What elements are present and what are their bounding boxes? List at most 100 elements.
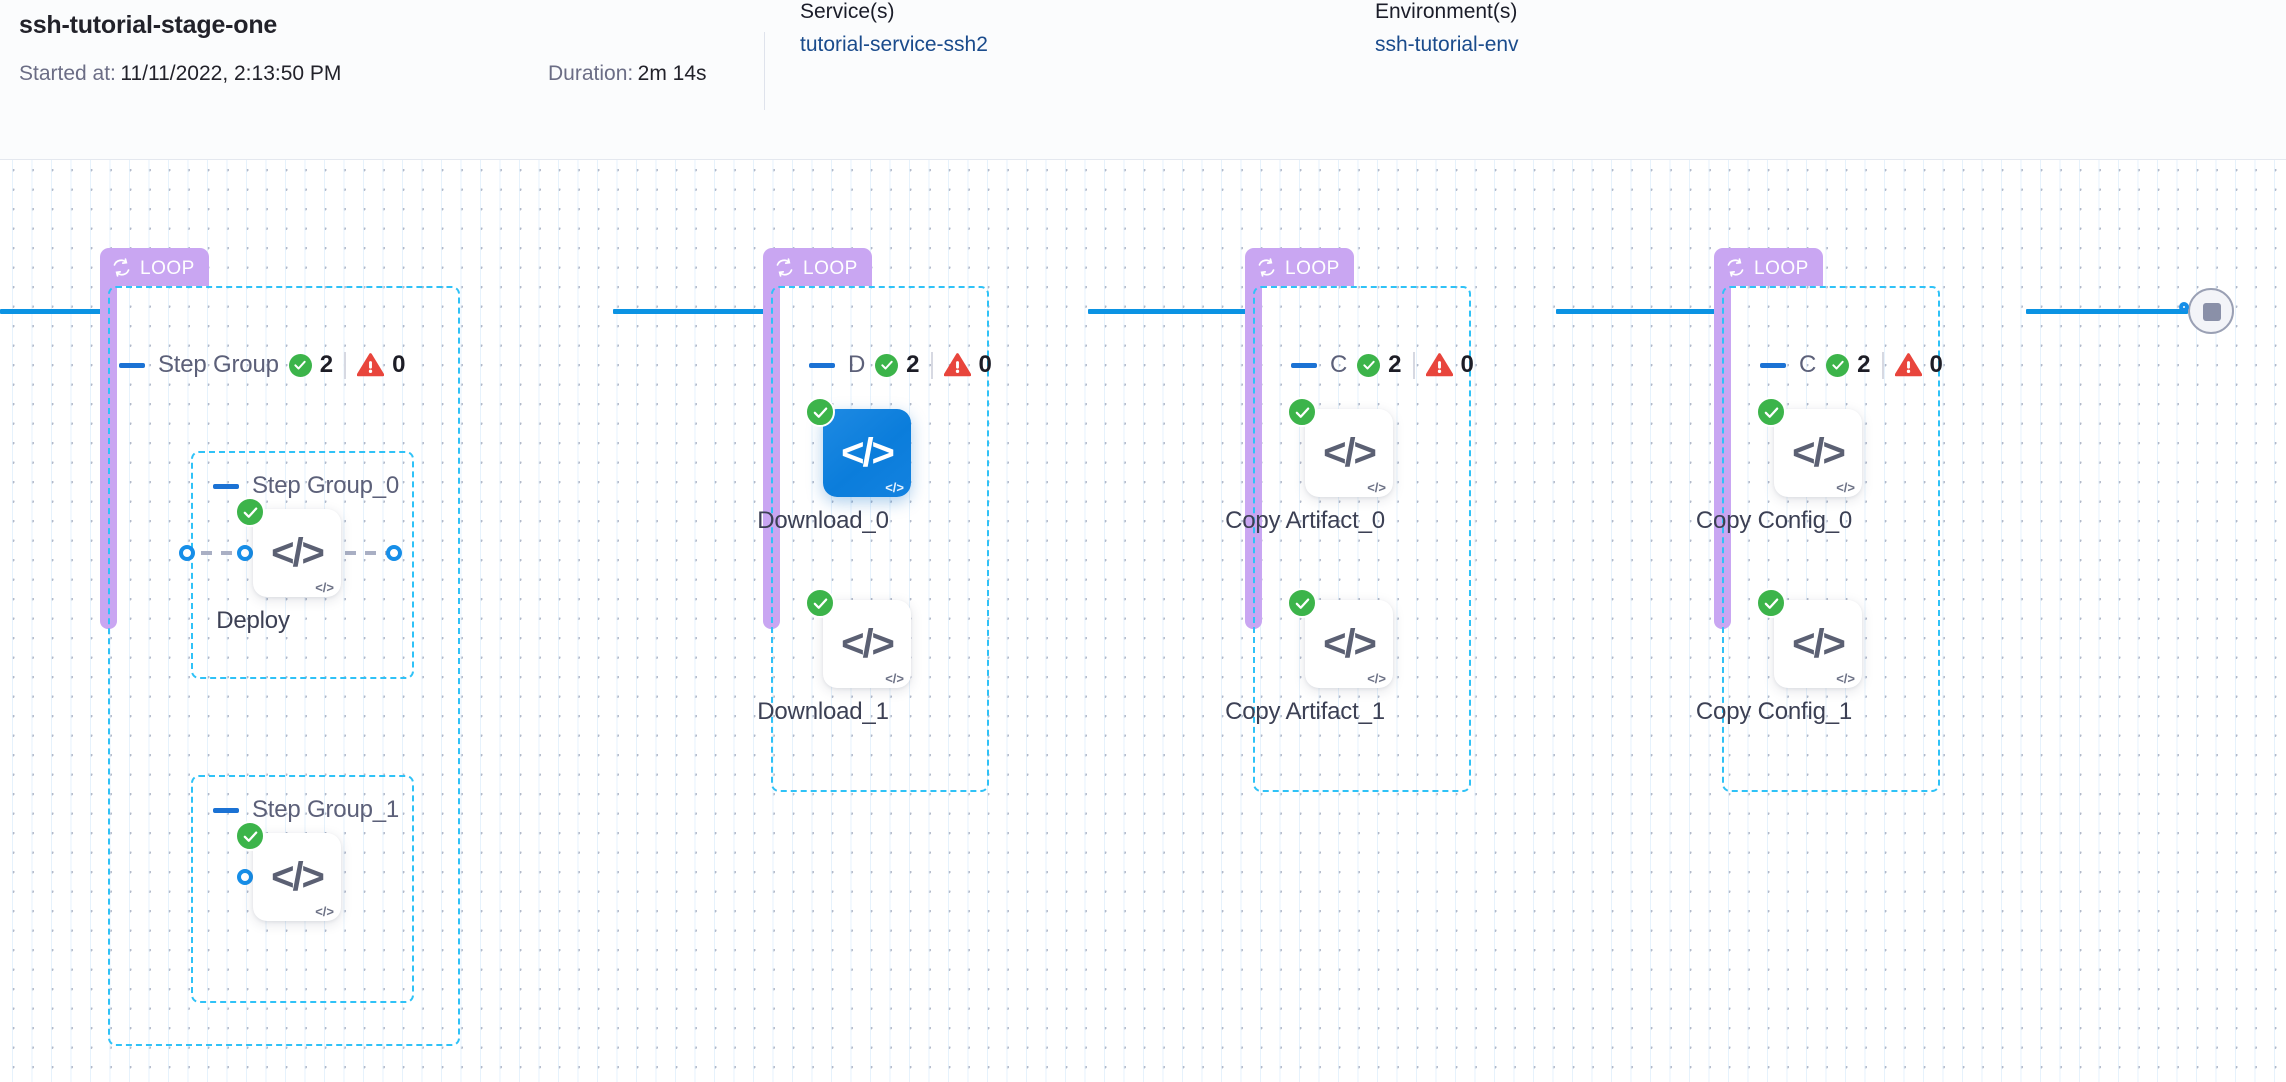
node-tile[interactable]: </> </> (1774, 409, 1862, 497)
pipeline-canvas[interactable]: LOOP Step Group 2 (0, 160, 2286, 1082)
count-divider (930, 351, 933, 379)
node-tile[interactable]: </> </> (253, 833, 341, 921)
success-count-value: 2 (319, 351, 334, 378)
shell-script-mini-icon: </> (315, 580, 334, 595)
loop-icon (1727, 257, 1744, 277)
success-count-value: 2 (1857, 351, 1871, 378)
group-name: C (1799, 351, 1817, 378)
stage-header: ssh-tutorial-stage-one Started at: 11/11… (0, 0, 2286, 160)
node-tile[interactable]: </> </> (1305, 409, 1393, 497)
check-circle-icon (1826, 353, 1850, 377)
shell-script-mini-icon: </> (1836, 480, 1855, 495)
minus-icon[interactable] (213, 483, 239, 489)
loop-tag[interactable]: LOOP (763, 248, 872, 286)
success-count-group: 2 (1357, 351, 1402, 379)
loop-boundary (1722, 286, 1940, 792)
inner-group-header-0[interactable]: Step Group_0 (213, 472, 409, 500)
node-status-badge (235, 497, 265, 527)
error-count-group: 0 (943, 351, 992, 379)
loop-group-copy-artifact[interactable]: LOOP C 2 0 (1225, 248, 1575, 868)
minus-icon[interactable] (809, 362, 835, 368)
inner-group-step-group-1[interactable]: Step Group_1 </> </> (191, 775, 414, 1003)
shell-script-mini-icon: </> (885, 480, 904, 495)
error-count-group: 0 (1425, 351, 1474, 379)
loop-tag[interactable]: LOOP (1245, 248, 1354, 286)
warning-triangle-icon (357, 353, 385, 377)
connector-segment-2 (1088, 309, 1253, 314)
error-count-value: 0 (1929, 351, 1943, 378)
node-status-badge (1287, 588, 1317, 618)
node-status-badge (1287, 397, 1317, 427)
code-icon: </> (1792, 622, 1846, 666)
count-divider (1412, 351, 1415, 379)
node-tile[interactable]: </> </> (1774, 600, 1862, 688)
minus-icon[interactable] (1760, 362, 1786, 368)
minus-icon[interactable] (119, 362, 145, 368)
shell-script-mini-icon: </> (1367, 671, 1386, 686)
node-tile[interactable]: </> </> (253, 509, 341, 597)
check-circle-icon (1357, 353, 1381, 377)
service-link[interactable]: tutorial-service-ssh2 (800, 33, 988, 56)
group-status-counts: 2 0 (1357, 351, 1474, 379)
started-at-value: 11/11/2022, 2:13:50 PM (120, 62, 342, 85)
end-node-circle[interactable] (2188, 288, 2234, 334)
group-status-counts: 2 0 (1826, 351, 1943, 379)
node-tile[interactable]: </> </> (823, 409, 911, 497)
loop-group-step-group[interactable]: LOOP Step Group 2 (100, 248, 640, 1048)
success-count-value: 2 (906, 351, 920, 378)
shell-script-mini-icon: </> (1836, 671, 1855, 686)
loop-group-copy-config[interactable]: LOOP C 2 0 (1696, 248, 2044, 868)
inner-group-header-1[interactable]: Step Group_1 (213, 796, 409, 824)
success-count-group: 2 (875, 351, 920, 379)
end-node-port[interactable] (2179, 302, 2189, 312)
node-tile[interactable]: </> </> (823, 600, 911, 688)
node-status-badge (1756, 588, 1786, 618)
loop-group-download[interactable]: LOOP D 2 0 (757, 248, 1093, 868)
group-header-copy-artifact[interactable]: C 2 0 (1291, 351, 1474, 379)
environment-link[interactable]: ssh-tutorial-env (1375, 33, 1519, 56)
loop-icon (1258, 257, 1275, 277)
stop-icon (2203, 303, 2221, 321)
started-at-block: Started at: 11/11/2022, 2:13:50 PM (19, 62, 341, 86)
port-node-in[interactable] (237, 545, 253, 561)
group-header-copy-config[interactable]: C 2 0 (1760, 351, 1943, 379)
node-label: Download_1 (757, 698, 889, 725)
node-label: Copy Config_0 (1695, 507, 1853, 534)
loop-boundary (771, 286, 989, 792)
node-label: Copy Config_1 (1695, 698, 1853, 725)
group-header-step-group[interactable]: Step Group 2 0 (119, 351, 405, 379)
code-icon: </> (1323, 622, 1377, 666)
loop-icon (776, 257, 793, 277)
loop-tag-label: LOOP (140, 257, 195, 279)
environments-label: Environment(s) (1375, 0, 1518, 23)
success-count-group: 2 (288, 351, 334, 379)
node-label: Deploy (216, 607, 290, 634)
inner-group-step-group-0[interactable]: Step Group_0 </> </> Deploy (179, 451, 414, 679)
warning-triangle-icon (1425, 353, 1453, 377)
minus-icon[interactable] (1291, 362, 1317, 368)
node-label: Download_0 (757, 507, 889, 534)
node-tile[interactable]: </> </> (1305, 600, 1393, 688)
services-column: Service(s) tutorial-service-ssh2 (800, 0, 988, 57)
port-node-in[interactable] (237, 869, 253, 885)
group-name: D (848, 351, 866, 378)
page-title: ssh-tutorial-stage-one (19, 11, 278, 39)
shell-script-mini-icon: </> (315, 904, 334, 919)
services-label: Service(s) (800, 0, 895, 23)
node-status-badge (1756, 397, 1786, 427)
warning-triangle-icon (1894, 353, 1922, 377)
duration-label: Duration: (548, 62, 634, 85)
minus-icon[interactable] (213, 807, 239, 813)
inner-group-name: Step Group_1 (252, 796, 400, 823)
port-inner-right[interactable] (386, 545, 402, 561)
loop-tag[interactable]: LOOP (100, 248, 209, 286)
connector-segment-0 (0, 309, 110, 314)
port-inner-left[interactable] (179, 545, 195, 561)
loop-tag[interactable]: LOOP (1714, 248, 1823, 286)
group-header-download[interactable]: D 2 0 (809, 351, 992, 379)
group-status-counts: 2 0 (875, 351, 992, 379)
header-divider (764, 32, 765, 110)
error-count-group: 0 (1894, 351, 1943, 379)
node-label: Copy Artifact_1 (1225, 698, 1385, 725)
dashed-link-right (345, 551, 389, 555)
